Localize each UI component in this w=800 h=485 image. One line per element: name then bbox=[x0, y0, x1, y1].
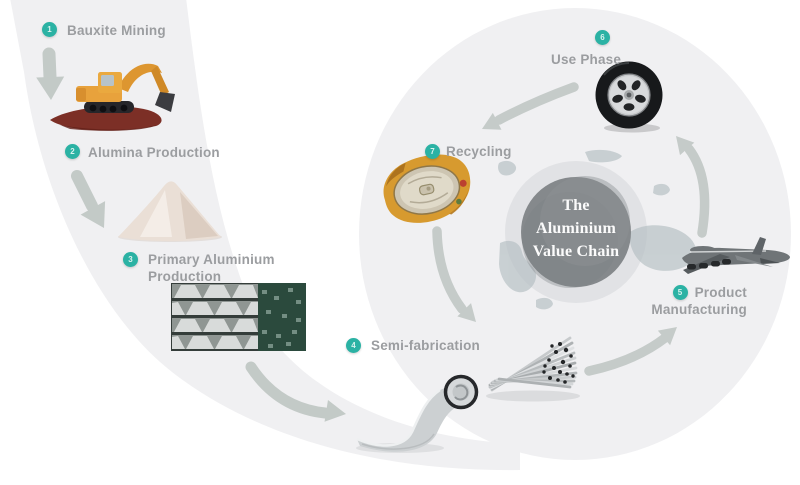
tire-image bbox=[595, 61, 663, 133]
arrow-recycling-to-semifab-icon bbox=[432, 226, 476, 322]
alumina-pile-image bbox=[118, 181, 222, 242]
step6-label-use-phase: Use Phase bbox=[551, 52, 622, 67]
arrow-curve-right-icon bbox=[245, 361, 346, 422]
step4-number-badge: 4 bbox=[346, 338, 361, 353]
step3-label-line2: Production bbox=[148, 269, 222, 284]
step5-label-line2: Manufacturing bbox=[651, 302, 747, 317]
step5-number-badge: 5 bbox=[672, 285, 688, 300]
step6-number-badge: 6 bbox=[595, 30, 610, 45]
step7-number-badge: 7 bbox=[425, 144, 440, 159]
excavator-image bbox=[50, 63, 175, 131]
step7-label-recycling: Recycling bbox=[446, 144, 512, 159]
step5-row: 5 Product bbox=[645, 284, 747, 301]
center-title-line3: Value Chain bbox=[532, 243, 620, 260]
step2-label-alumina-production: Alumina Production bbox=[88, 145, 220, 160]
step4-label-semi-fabrication: Semi-fabrication bbox=[371, 338, 480, 353]
arrow-semifab-to-manufacturing-icon bbox=[584, 327, 677, 376]
center-title: The Aluminium Value Chain bbox=[506, 194, 646, 263]
aluminium-profiles-image bbox=[486, 336, 580, 402]
airplane-image bbox=[682, 237, 790, 274]
step3-number-badge: 3 bbox=[123, 252, 138, 267]
rolled-sheet-image bbox=[356, 374, 479, 453]
step2-number-badge: 2 bbox=[65, 144, 80, 159]
step1-number-badge: 1 bbox=[42, 22, 57, 37]
center-circle bbox=[521, 177, 631, 287]
step5-label-product-manufacturing: 5 Product Manufacturing bbox=[645, 284, 747, 318]
center-title-line1: The bbox=[562, 197, 590, 214]
world-map-image bbox=[498, 149, 697, 310]
crushed-can-image bbox=[383, 154, 471, 223]
arrow-down-right-icon bbox=[71, 170, 106, 228]
step3-label-line1: Primary Aluminium bbox=[148, 252, 275, 267]
arrow-use-to-recycling-icon bbox=[482, 82, 579, 130]
aluminium-ingots-image bbox=[171, 283, 306, 351]
arrow-down-icon bbox=[36, 47, 65, 100]
step5-label-line1: Product bbox=[694, 285, 747, 300]
step1-label-bauxite-mining: Bauxite Mining bbox=[67, 23, 166, 38]
step3-label-primary-aluminium-production: Primary Aluminium Production bbox=[148, 251, 275, 285]
center-title-line2: Aluminium bbox=[535, 220, 617, 237]
arrow-manufacturing-to-use-icon bbox=[676, 136, 710, 238]
